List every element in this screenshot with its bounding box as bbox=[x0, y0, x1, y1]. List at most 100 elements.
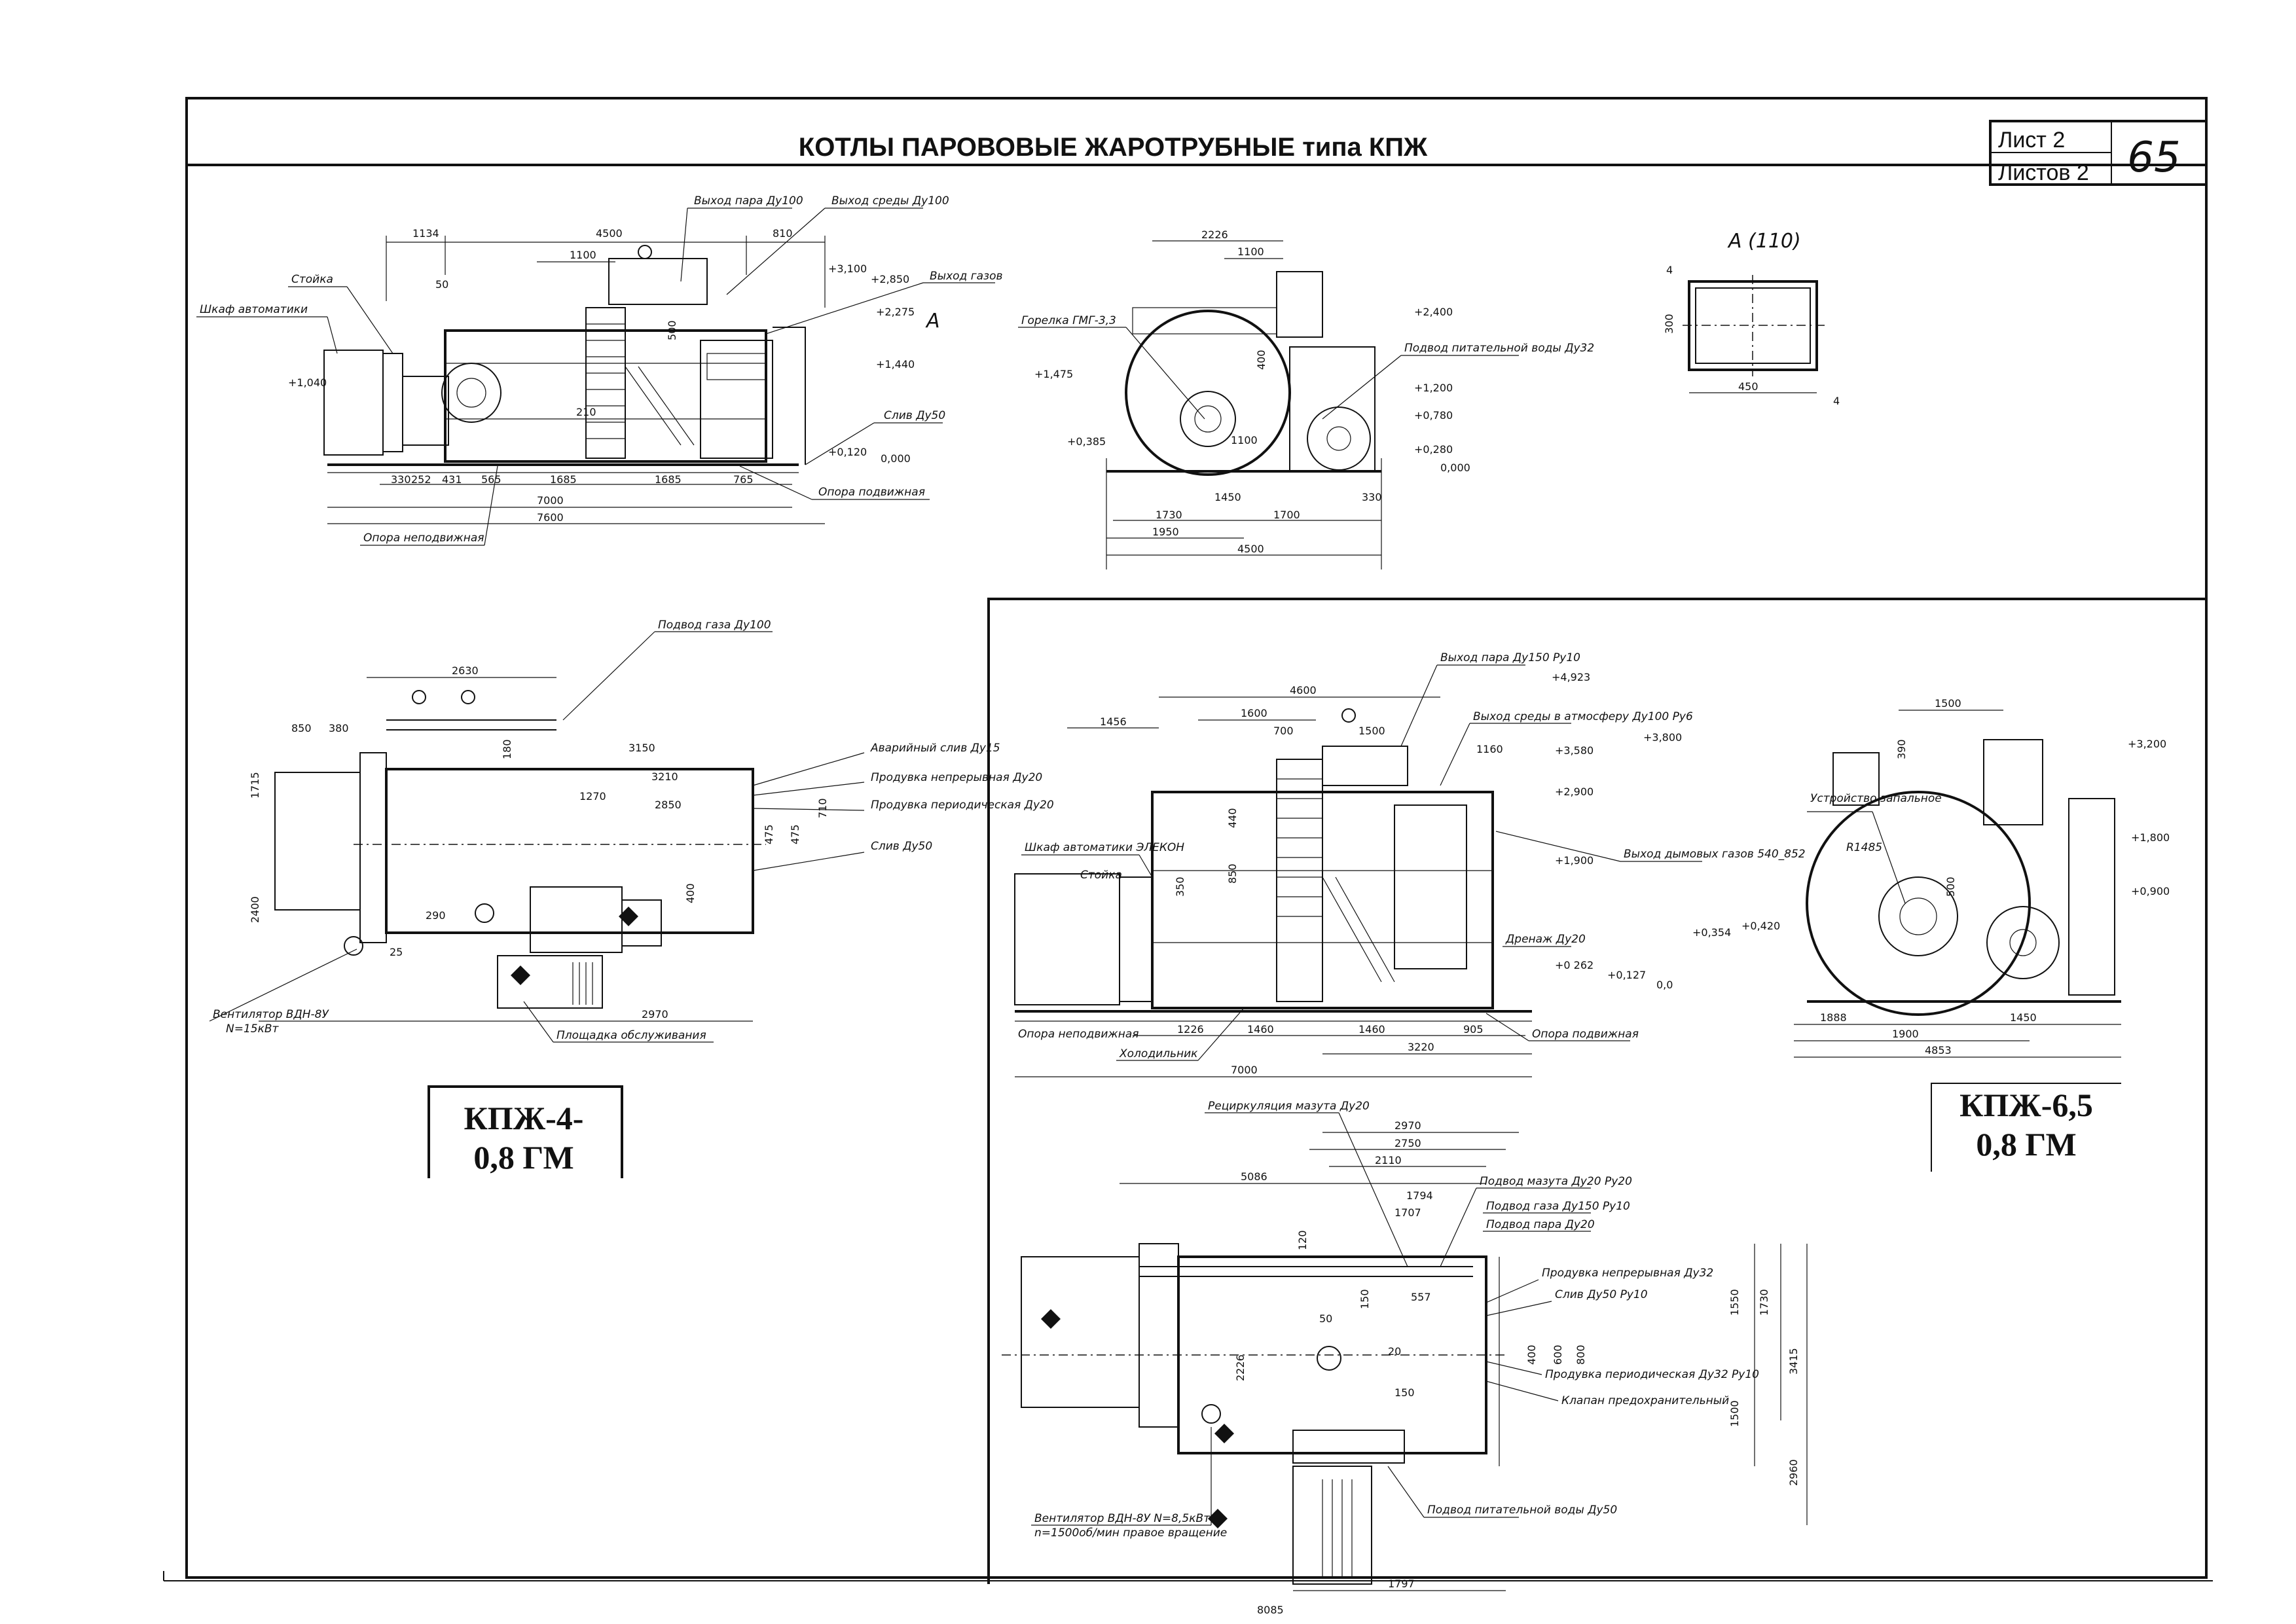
dim-2226-b: 2226 bbox=[1234, 1354, 1247, 1381]
dim-1685a: 1685 bbox=[550, 473, 577, 486]
sheet-frame bbox=[185, 97, 2208, 1579]
dim-600: 600 bbox=[1552, 1344, 1564, 1365]
label-cabinet-6-5: Шкаф автоматики ЭЛЕКОН bbox=[1025, 841, 1184, 854]
dim-1450-front: 1450 bbox=[1214, 491, 1241, 503]
label-gas-in-b: Подвод газа Ду150 Ру10 bbox=[1486, 1200, 1630, 1213]
burner-front bbox=[1180, 391, 1236, 447]
level-1475: +1,475 bbox=[1034, 368, 1073, 380]
dim-1160: 1160 bbox=[1476, 743, 1503, 755]
dim-1888: 1888 bbox=[1820, 1011, 1847, 1024]
level-0780: +0,780 bbox=[1414, 409, 1453, 422]
dim-7000: 7000 bbox=[537, 494, 564, 507]
level-0262: +0 262 bbox=[1555, 959, 1594, 971]
mid-right-front-view: 1500 390 500 1888 1450 1900 4853 R1485 У… bbox=[1692, 697, 2170, 1058]
dim-1460b: 1460 bbox=[1358, 1023, 1385, 1036]
level-2900: +2,900 bbox=[1555, 785, 1594, 798]
sheet-title: КОТЛЫ ПАРОВОВЫЕ ЖАРОТРУБНЫЕ типа КПЖ bbox=[799, 133, 1428, 162]
dim-50-b: 50 bbox=[1319, 1312, 1332, 1325]
dim-2970: 2970 bbox=[642, 1008, 668, 1020]
valve-symbol-4 bbox=[1214, 1424, 1234, 1443]
dim-1500-b: 1500 bbox=[1728, 1400, 1741, 1427]
sheets-total: Листов 2 bbox=[1998, 160, 2089, 185]
dim-800: 800 bbox=[1575, 1344, 1587, 1365]
dim-2110: 2110 bbox=[1375, 1154, 1402, 1166]
dim-1600: 1600 bbox=[1241, 707, 1267, 719]
dim-3150: 3150 bbox=[629, 742, 655, 754]
boiler-front-6-5 bbox=[1806, 791, 2031, 1016]
dim-431: 431 bbox=[442, 473, 462, 486]
dim-850: 850 bbox=[291, 722, 312, 734]
level-2275: +2,275 bbox=[876, 306, 915, 318]
dim-380: 380 bbox=[329, 722, 349, 734]
dim-1100: 1100 bbox=[570, 249, 596, 261]
pump-box bbox=[530, 886, 623, 953]
dim-150a: 150 bbox=[1358, 1289, 1371, 1309]
dim-1550: 1550 bbox=[1728, 1289, 1741, 1316]
dim-500: 500 bbox=[666, 320, 678, 340]
level-2400: +2,400 bbox=[1414, 306, 1453, 318]
dim-7000-6-5: 7000 bbox=[1231, 1064, 1258, 1076]
dim-350: 350 bbox=[1174, 876, 1186, 897]
label-stand: Стойка bbox=[291, 273, 333, 286]
label-blowdown-continuous: Продувка непрерывная Ду20 bbox=[871, 771, 1042, 784]
valve-symbol-5 bbox=[1208, 1509, 1228, 1528]
level-3580: +3,580 bbox=[1555, 744, 1594, 757]
dim-710: 710 bbox=[816, 798, 829, 818]
dim-1730-b: 1730 bbox=[1758, 1289, 1770, 1316]
level-0127: +0,127 bbox=[1607, 969, 1646, 981]
dim-1226: 1226 bbox=[1177, 1023, 1204, 1036]
dim-1685b: 1685 bbox=[655, 473, 682, 486]
dim-1100-front: 1100 bbox=[1237, 245, 1264, 258]
dim-150b: 150 bbox=[1394, 1386, 1415, 1399]
sheet-number: Лист 2 bbox=[1998, 128, 2065, 153]
dim-1730: 1730 bbox=[1156, 509, 1182, 521]
label-gas-out: Выход газов bbox=[930, 270, 1003, 283]
dim-50: 50 bbox=[435, 278, 448, 291]
dim-700: 700 bbox=[1273, 725, 1294, 737]
level-2850: +2,850 bbox=[871, 273, 909, 285]
level-0420: +0,420 bbox=[1741, 920, 1780, 932]
label-support-movable-6-5: Опора подвижная bbox=[1532, 1028, 1639, 1041]
level-3200: +3,200 bbox=[2128, 738, 2166, 750]
label-cabinet: Шкаф автоматики bbox=[200, 303, 308, 316]
dim-850: 850 bbox=[1226, 863, 1239, 884]
label-steam-out-6-5: Выход пара Ду150 Ру10 bbox=[1440, 651, 1580, 664]
dim-905: 905 bbox=[1463, 1023, 1484, 1036]
dim-1456: 1456 bbox=[1100, 715, 1127, 728]
bottom-plan-view: 2970 2750 2110 5086 1794 1707 120 557 15… bbox=[1002, 1100, 1808, 1616]
dim-2850: 2850 bbox=[655, 799, 682, 811]
model-suffix-kpzh65: 0,8 ГМ bbox=[1976, 1126, 2076, 1163]
level-1440: +1,440 bbox=[876, 358, 915, 370]
dim-500-front: 500 bbox=[1944, 876, 1957, 897]
stairs bbox=[585, 307, 695, 459]
label-fan-power: N=15кВт bbox=[226, 1022, 280, 1036]
label-support-movable: Опора подвижная bbox=[818, 486, 925, 499]
dim-4600: 4600 bbox=[1290, 684, 1317, 696]
mark-a: А bbox=[925, 310, 940, 333]
level-0000: 0,000 bbox=[881, 452, 911, 465]
dim-475a: 475 bbox=[763, 824, 775, 844]
level-3800: +3,800 bbox=[1643, 731, 1682, 744]
dim-765: 765 bbox=[733, 473, 754, 486]
dim-4a: 4 bbox=[1666, 264, 1673, 276]
dim-3415: 3415 bbox=[1787, 1348, 1800, 1375]
dim-2960: 2960 bbox=[1787, 1459, 1800, 1486]
dim-252: 252 bbox=[411, 473, 431, 486]
pressure-gauge-icon bbox=[638, 245, 652, 259]
label-gas-in: Подвод газа Ду100 bbox=[658, 619, 771, 632]
level-1900: +1,900 bbox=[1555, 854, 1594, 867]
label-emergency-drain: Аварийный слив Ду15 bbox=[870, 742, 1000, 755]
valve-symbol bbox=[619, 907, 638, 926]
cabinet-6-5 bbox=[1014, 873, 1120, 1005]
dim-300: 300 bbox=[1663, 314, 1675, 334]
level-0000-front: 0,000 bbox=[1440, 461, 1470, 474]
label-support-fixed: Опора неподвижная bbox=[363, 532, 484, 545]
dim-4853: 4853 bbox=[1925, 1044, 1952, 1056]
dim-25: 25 bbox=[390, 946, 403, 958]
top-mid-front-view: 2226 1100 400 1100 1730 1450 1700 330 19… bbox=[1018, 228, 1594, 569]
dim-20-b: 20 bbox=[1388, 1345, 1401, 1358]
label-platform: Площадка обслуживания bbox=[556, 1029, 706, 1042]
dim-400-plan: 400 bbox=[684, 883, 697, 903]
dim-1500: 1500 bbox=[1358, 725, 1385, 737]
